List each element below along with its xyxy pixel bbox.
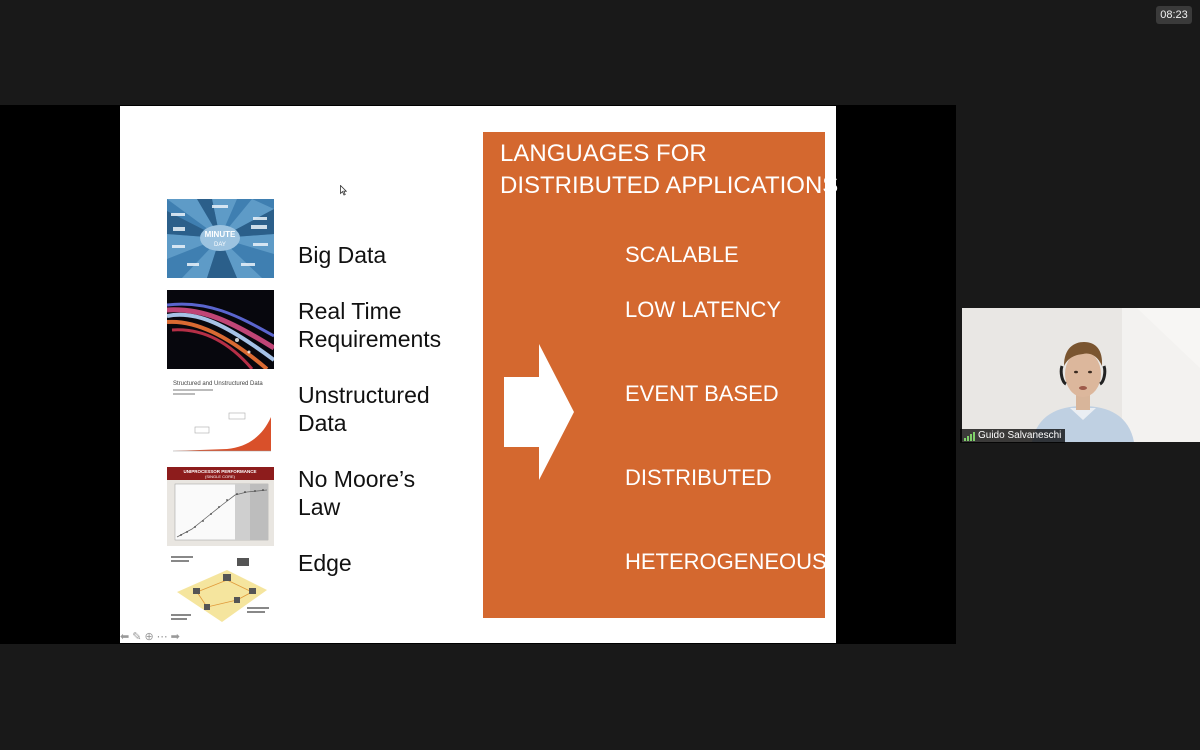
- property-scalable: SCALABLE: [625, 242, 739, 267]
- thumb-uniprocessor-performance-chart: UNIPROCESSOR PERFORMANCE (SINGLE CORE): [167, 467, 274, 546]
- thumb-structured-unstructured-data-chart: Structured and Unstructured Data: [167, 377, 274, 456]
- signal-bars-icon: [964, 431, 975, 441]
- thumb-uniprocessor-sub: (SINGLE CORE): [205, 474, 236, 479]
- arrow-right-icon: [504, 344, 574, 480]
- pointer-cursor-icon: [340, 185, 347, 196]
- topic-label-real-time: Real Time Requirements: [298, 298, 442, 352]
- property-low-latency: LOW LATENCY: [625, 297, 782, 322]
- pen-icon[interactable]: ✎: [132, 631, 142, 643]
- nav-back-icon[interactable]: ⬅: [120, 631, 130, 643]
- topic-label-no-moores-law: No Moore’s Law: [298, 466, 416, 520]
- topic-label-big-data: Big Data: [298, 242, 387, 268]
- property-event-based: EVENT BASED: [625, 381, 779, 406]
- meeting-timer: 08:23: [1156, 6, 1192, 24]
- more-icon[interactable]: ⋯: [156, 631, 168, 643]
- panel-title: LANGUAGES FOR DISTRIBUTED APPLICATIONS: [500, 140, 839, 199]
- nav-forward-icon[interactable]: ➡: [170, 631, 180, 643]
- presentation-slide: MINUTE DAY Big Data Real Time Requiremen…: [120, 106, 839, 644]
- topic-label-unstructured-data: Unstructured Data: [298, 382, 430, 436]
- languages-panel: LANGUAGES FOR DISTRIBUTED APPLICATIONS S…: [483, 132, 839, 618]
- thumb-edge-computing-diagram: [167, 552, 274, 631]
- slide-navigation-controls: ⬅ ✎ ⊕ ⋯ ➡: [120, 630, 180, 644]
- zoom-icon[interactable]: ⊕: [144, 631, 154, 643]
- thumb-day-text: DAY: [214, 242, 226, 248]
- thumb-light-streams-image: [167, 290, 274, 369]
- thumb-uniprocessor-title: UNIPROCESSOR PERFORMANCE: [183, 469, 256, 474]
- thumb-infographic-data-per-minute: MINUTE DAY: [167, 199, 274, 278]
- topic-label-edge: Edge: [298, 550, 352, 576]
- participant-name-tag: Guido Salvaneschi: [960, 429, 1066, 443]
- participant-video[interactable]: [962, 308, 1200, 442]
- thumb-unstructured-title: Structured and Unstructured Data: [173, 381, 263, 387]
- thumb-minute-text: MINUTE: [205, 230, 236, 239]
- property-heterogeneous: HETEROGENEOUS: [625, 549, 827, 574]
- participant-name: Guido Salvaneschi: [978, 430, 1062, 441]
- property-distributed: DISTRIBUTED: [625, 465, 772, 490]
